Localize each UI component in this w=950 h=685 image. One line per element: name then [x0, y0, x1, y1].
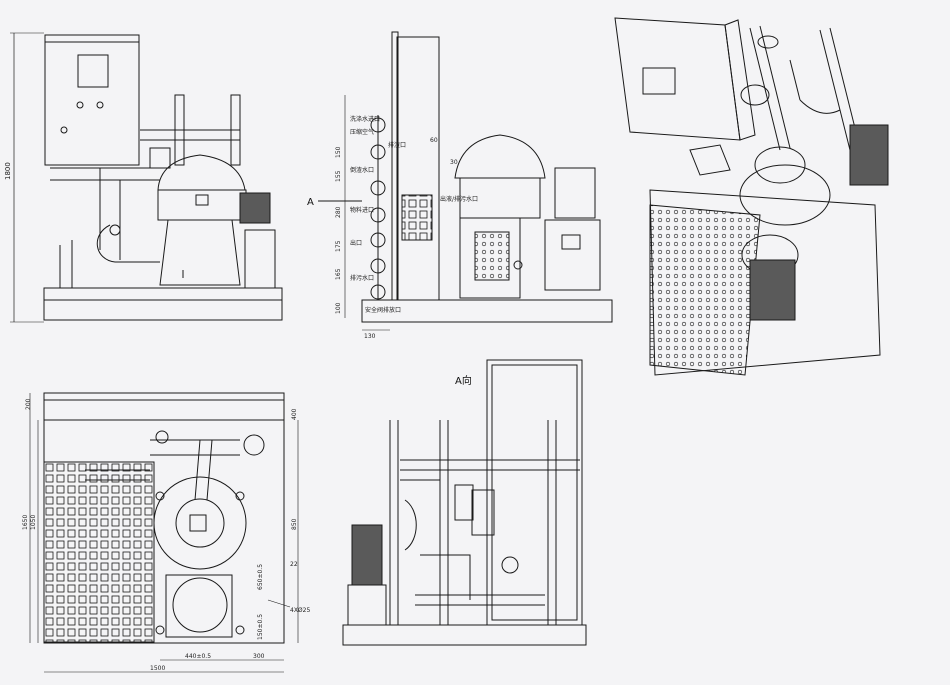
plan-dim-right: 650±0.5	[257, 564, 264, 590]
front-separator-bowl	[157, 154, 246, 191]
side-dimensions: 150 155 280 175 165 100 60 130 30	[335, 137, 458, 340]
iso-grating	[649, 204, 761, 376]
side-dim: 30	[450, 159, 458, 166]
plan-dim-left: 1650	[22, 515, 29, 530]
front-motor	[239, 192, 271, 224]
side-separator-bowl	[454, 134, 546, 179]
side-dim: 130	[364, 333, 376, 340]
side-pipe-label: 排渣口	[388, 141, 406, 149]
side-flowmeter	[401, 194, 433, 241]
plan-dim-top: 400	[291, 408, 298, 420]
side-pipe-labels: 洗涤水进口 压缩空气 排渣口 倒渣水口 物料进口 出口 排污水口	[350, 115, 406, 282]
front-separator-stand	[159, 219, 241, 286]
front-cabinet-window	[77, 54, 109, 88]
side-pipe-label: 出口	[350, 239, 362, 247]
plan-dim-right: 850	[291, 518, 298, 530]
side-outlet-label: 出液/排污水口	[440, 195, 478, 203]
side-pipe-label: 倒渣水口	[350, 166, 374, 174]
plan-dim-left: 1050	[30, 515, 37, 530]
view-a-cabinet	[486, 359, 583, 626]
side-dim: 155	[335, 170, 342, 182]
plan-floor-grating	[43, 461, 155, 643]
front-view	[10, 32, 283, 323]
side-dim: 150	[335, 146, 342, 158]
side-pipe-label: 压缩空气	[350, 128, 374, 136]
plan-dim-top: 200	[25, 398, 32, 410]
plan-separator-outline	[153, 476, 247, 570]
side-arrow-label: A	[307, 197, 314, 208]
side-motor	[554, 167, 596, 219]
plan-dim-right: 150±0.5	[257, 614, 264, 640]
side-dim: 100	[335, 302, 342, 314]
plan-bolt-label: 4XØ25	[290, 607, 310, 614]
view-a-base-skid	[342, 624, 587, 646]
plan-dim-bottom: 300	[253, 653, 265, 660]
side-bottom-label: 安全阀排放口	[365, 306, 401, 314]
iso-motor	[849, 124, 889, 186]
side-dim: 165	[335, 268, 342, 280]
view-a-pump-motor	[351, 524, 383, 586]
side-vent-grille	[474, 231, 510, 281]
isometric-view	[614, 17, 889, 376]
side-pipe-label: 物料进口	[350, 206, 374, 214]
side-valve-1	[370, 117, 386, 133]
plan-dim-bottom: 1500	[150, 665, 165, 672]
plan-pump-outline	[172, 577, 228, 633]
front-control-cabinet	[44, 34, 140, 166]
view-a	[342, 359, 587, 646]
side-base-skid	[361, 299, 613, 323]
front-base-skid	[43, 287, 283, 321]
plan-dim-bottom: 440±0.5	[185, 653, 211, 660]
side-cabinet	[396, 36, 440, 301]
plan-view	[29, 392, 299, 673]
plan-valve	[243, 434, 265, 456]
view-a-valve-body	[454, 484, 474, 521]
front-height-dimension: 1800	[4, 162, 12, 180]
plan-dimensions: 1650 1050 200 400 850 22 650±0.5 150±0.5…	[22, 398, 310, 672]
iso-cabinet-window	[642, 67, 676, 95]
side-pipe-label: 排污水口	[350, 274, 374, 282]
iso-separator-bowl	[739, 164, 831, 226]
side-dim: 60	[430, 137, 438, 144]
side-dim: 280	[335, 206, 342, 218]
side-pipe-label: 洗涤水进口	[350, 115, 380, 123]
side-view	[318, 31, 613, 331]
side-dim: 175	[335, 240, 342, 252]
view-a-title: A向	[455, 374, 472, 387]
plan-dim-right: 22	[290, 561, 298, 568]
